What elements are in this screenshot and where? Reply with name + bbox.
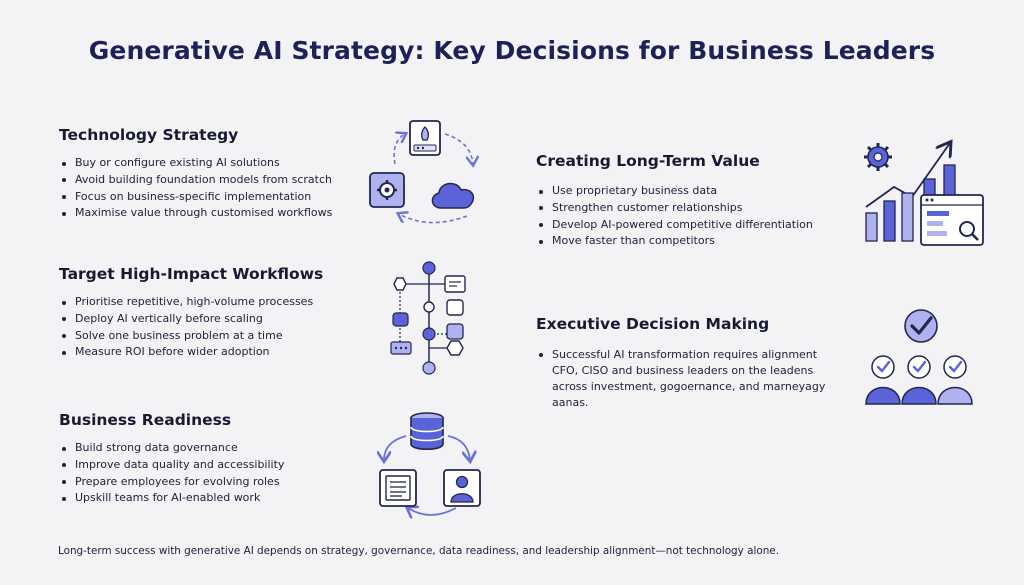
bullet-list: Build strong data governance Improve dat… xyxy=(59,440,284,507)
growth-chart-icon xyxy=(864,135,984,246)
section-heading: Technology Strategy xyxy=(59,126,239,144)
section-technology-strategy: Technology Strategy Buy or configure exi… xyxy=(59,126,332,222)
list-item: Maximise value through customised workfl… xyxy=(59,205,332,222)
section-heading: Creating Long-Term Value xyxy=(536,152,760,170)
list-item: Prioritise repetitive, high-volume proce… xyxy=(59,294,323,311)
list-item: Move faster than competitors xyxy=(536,233,813,250)
bullet-list: Buy or configure existing AI solutions A… xyxy=(59,155,332,222)
list-item: Use proprietary business data xyxy=(536,183,813,200)
section-executive-decision: Executive Decision Making Successful AI … xyxy=(536,315,842,411)
bullet-list: Prioritise repetitive, high-volume proce… xyxy=(59,294,323,361)
list-item: Build strong data governance xyxy=(59,440,284,457)
section-heading: Executive Decision Making xyxy=(536,315,770,333)
section-heading: Target High-Impact Workflows xyxy=(59,265,324,283)
list-item: Deploy AI vertically before scaling xyxy=(59,311,323,328)
section-heading: Business Readiness xyxy=(59,411,232,429)
leadership-team-icon xyxy=(865,309,973,405)
list-item: Solve one business problem at a time xyxy=(59,328,323,345)
list-item: Strengthen customer relationships xyxy=(536,200,813,217)
footer-note: Long-term success with generative AI dep… xyxy=(58,545,779,557)
list-item: Upskill teams for AI-enabled work xyxy=(59,490,284,507)
section-target-workflows: Target High-Impact Workflows Prioritise … xyxy=(59,265,323,361)
executive-text: Successful AI transformation requires al… xyxy=(536,347,842,411)
list-item: Avoid building foundation models from sc… xyxy=(59,172,332,189)
database-cycle-icon xyxy=(372,412,481,523)
list-item: Develop AI-powered competitive different… xyxy=(536,217,813,234)
list-item: Prepare employees for evolving roles xyxy=(59,474,284,491)
bullet-list: Use proprietary business data Strengthen… xyxy=(536,183,813,250)
ai-cycle-icon xyxy=(369,120,495,228)
list-item: Focus on business-specific implementatio… xyxy=(59,189,332,206)
section-long-term-value: Creating Long-Term Value Use proprietary… xyxy=(536,152,813,250)
page-title: Generative AI Strategy: Key Decisions fo… xyxy=(88,36,936,65)
list-item: Measure ROI before wider adoption xyxy=(59,344,323,361)
workflow-flowchart-icon xyxy=(390,261,466,375)
section-business-readiness: Business Readiness Build strong data gov… xyxy=(59,411,284,507)
list-item: Improve data quality and accessibility xyxy=(59,457,284,474)
list-item: Buy or configure existing AI solutions xyxy=(59,155,332,172)
